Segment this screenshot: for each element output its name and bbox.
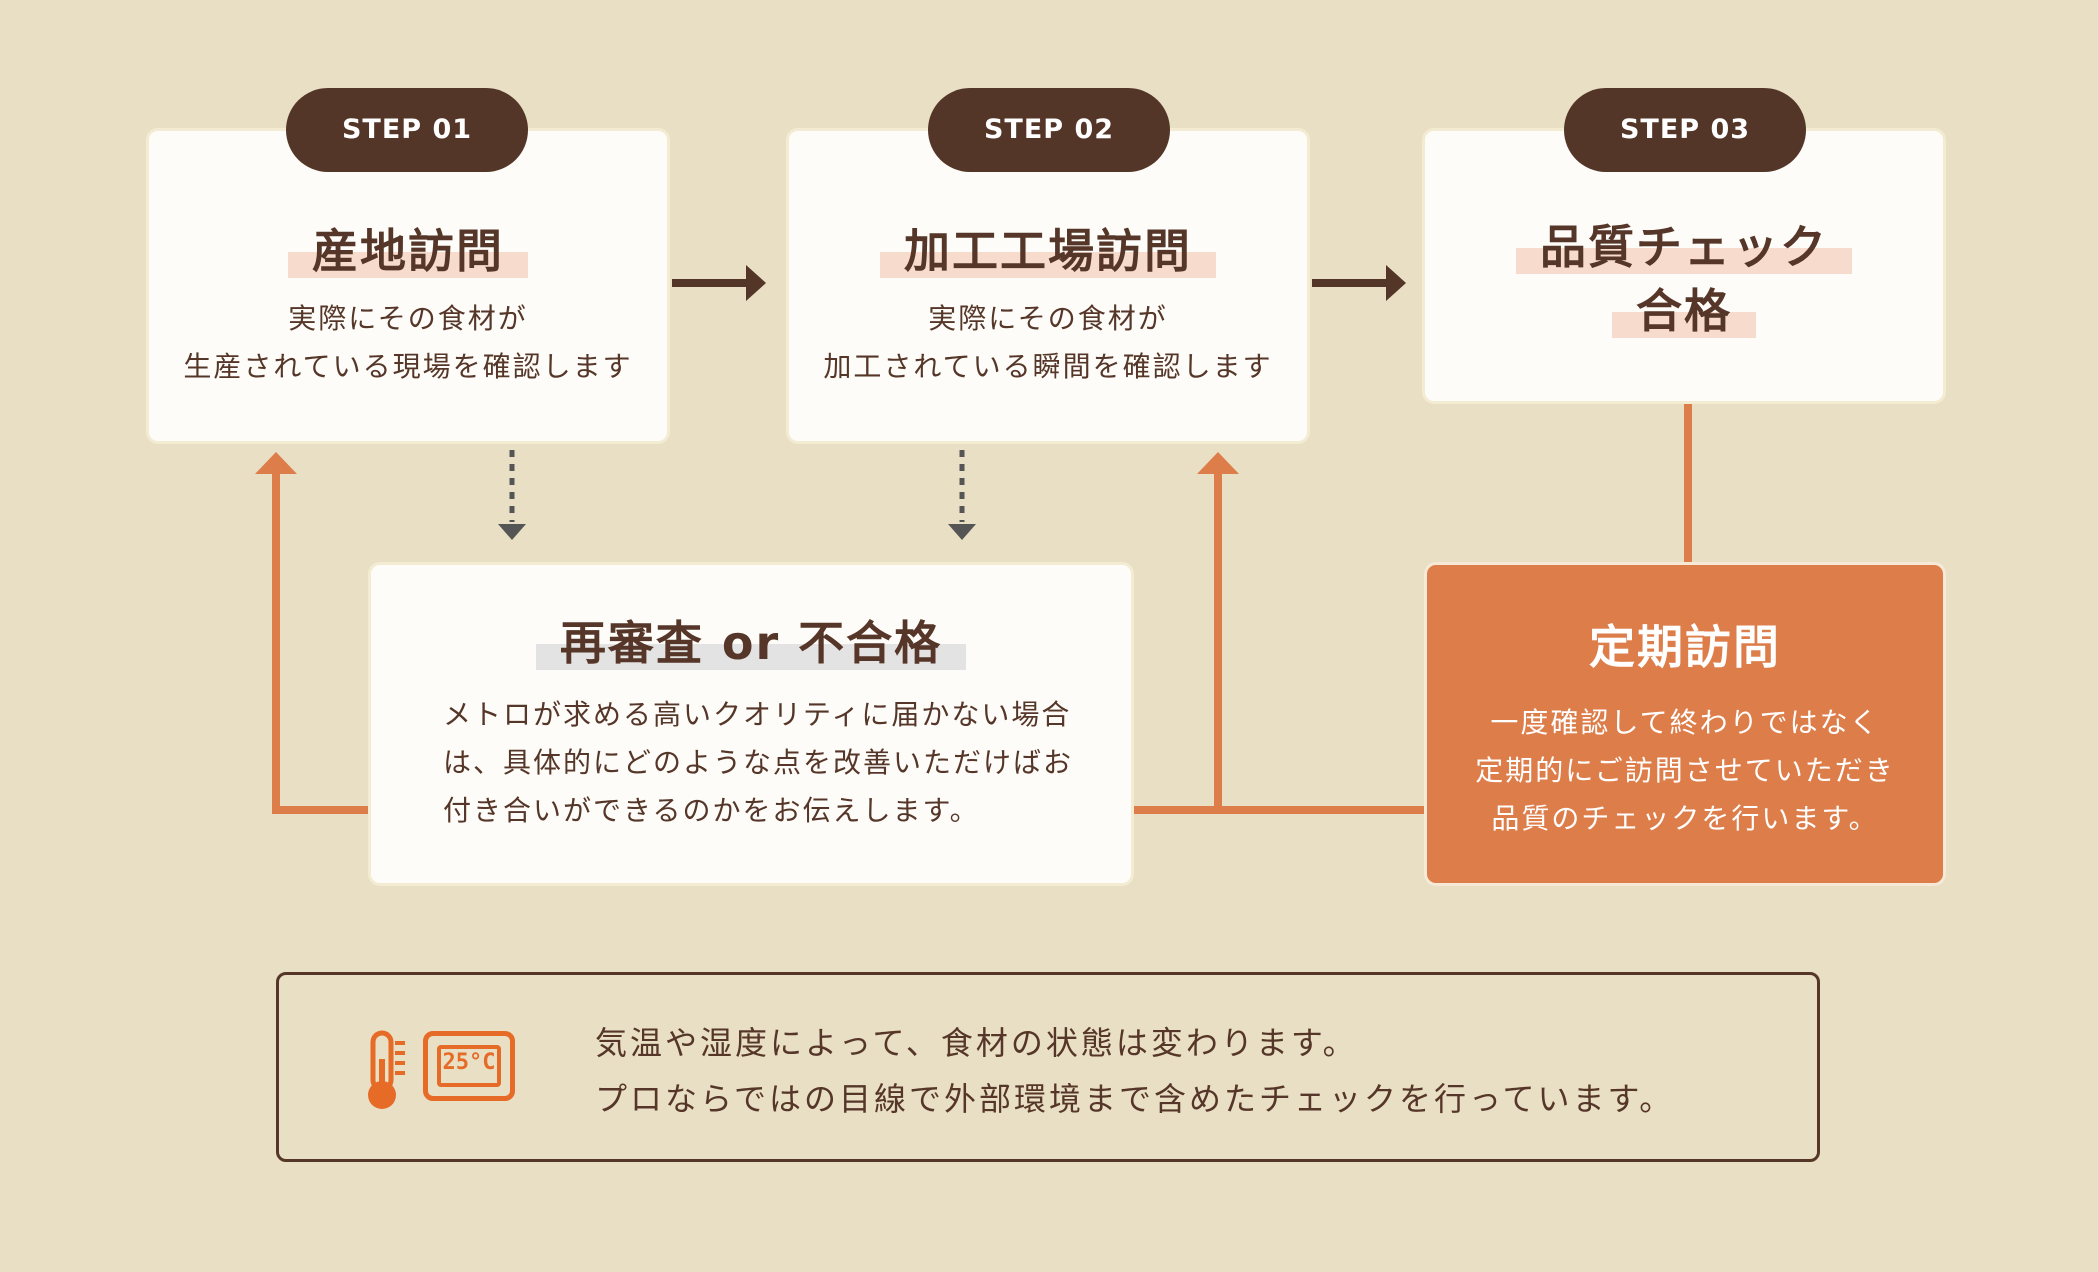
note-line2: プロならではの目線で外部環境まで含めたチェックを行っています。 bbox=[595, 1080, 1675, 1118]
regular-desc-line2: 定期的にご訪問させていただき bbox=[1475, 754, 1895, 787]
arrow-up-icon bbox=[1197, 452, 1239, 810]
step-03-title-line1: 品質チェック bbox=[1516, 220, 1852, 274]
step-01-title: 産地訪問 bbox=[288, 224, 528, 278]
step-01-desc-line2: 生産されている現場を確認します bbox=[183, 350, 633, 383]
step-03-title-line2: 合格 bbox=[1612, 284, 1756, 338]
step-03-badge: STEP 03 bbox=[1564, 88, 1806, 172]
step-02-card: 加工工場訪問 実際にその食材が 加工されている瞬間を確認します bbox=[786, 128, 1310, 444]
step-02-desc-line2: 加工されている瞬間を確認します bbox=[823, 350, 1273, 383]
step-03-card: 品質チェック 合格 bbox=[1422, 128, 1946, 404]
note-line1: 気温や湿度によって、食材の状態は変わります。 bbox=[595, 1024, 1358, 1062]
thermometer-display: 25°C bbox=[437, 1045, 501, 1087]
regular-visit-card: 定期訪問 一度確認して終わりではなく 定期的にご訪問させていただき 品質のチェッ… bbox=[1424, 562, 1946, 886]
step-01-card: 産地訪問 実際にその食材が 生産されている現場を確認します bbox=[146, 128, 670, 444]
step-02-badge: STEP 02 bbox=[928, 88, 1170, 172]
step-01-desc-line1: 実際にその食材が bbox=[288, 302, 528, 335]
review-desc-line3: 付き合いができるのかをお伝えします。 bbox=[443, 794, 980, 827]
arrow-up-icon bbox=[255, 452, 368, 814]
review-title: 再審査 or 不合格 bbox=[535, 616, 967, 670]
arrow-right-icon bbox=[672, 265, 766, 301]
note-box: 25°C 気温や湿度によって、食材の状態は変わります。 プロならではの目線で外部… bbox=[276, 972, 1820, 1162]
step-01-badge: STEP 01 bbox=[286, 88, 528, 172]
dotted-arrow-down-icon bbox=[948, 450, 976, 540]
review-card: 再審査 or 不合格 メトロが求める高いクオリティに届かない場合 は、具体的にど… bbox=[368, 562, 1134, 886]
review-desc-line1: メトロが求める高いクオリティに届かない場合 bbox=[443, 698, 1072, 731]
review-desc-line2: は、具体的にどのような点を改善いただけばお bbox=[443, 746, 1074, 779]
arrow-right-icon bbox=[1312, 265, 1406, 301]
regular-desc-line3: 品質のチェックを行います。 bbox=[1491, 802, 1879, 835]
digital-thermometer-icon: 25°C bbox=[423, 1031, 515, 1101]
dotted-arrow-down-icon bbox=[498, 450, 526, 540]
thermometer-icon bbox=[368, 1030, 405, 1109]
step-02-title: 加工工場訪問 bbox=[880, 224, 1216, 278]
regular-desc-line1: 一度確認して終わりではなく bbox=[1490, 706, 1880, 739]
step-02-desc-line1: 実際にその食材が bbox=[928, 302, 1168, 335]
regular-visit-title: 定期訪問 bbox=[1589, 620, 1781, 674]
